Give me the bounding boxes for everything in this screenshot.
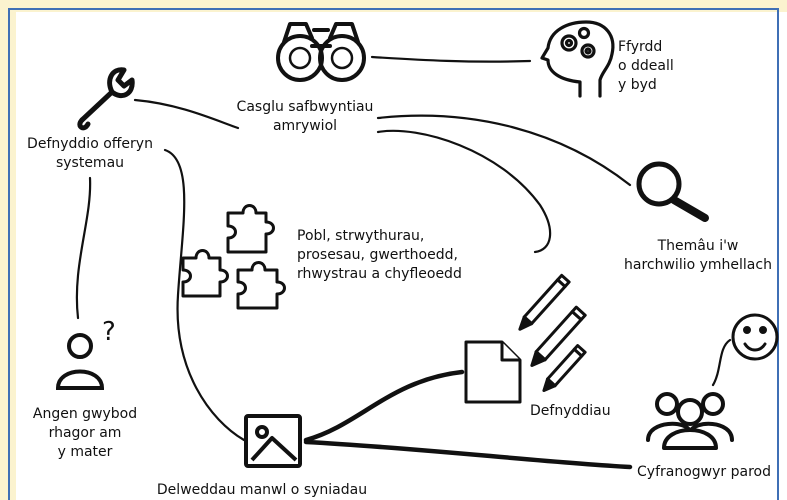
label-more-info-line-2: rhagor am (48, 425, 122, 441)
connector-wrench-perspectives (133, 98, 240, 130)
label-people-structures-line-1: Pobl, strwythurau, (297, 228, 425, 244)
label-understanding: Ffyrdd o ddeall y byd (618, 38, 728, 95)
label-themes: Themâu i'w harchwilio ymhellach (612, 237, 784, 275)
white-panel (16, 12, 787, 500)
connector-wrench-person (75, 176, 92, 320)
smiley-face-icon (731, 313, 779, 361)
label-more-info-line-1: Angen gwybod (32, 406, 138, 422)
label-tools: Defnyddio offeryn systemau (15, 135, 165, 173)
label-tools-line-1: Defnyddio offeryn (27, 136, 153, 152)
magnifier-icon (636, 161, 709, 222)
label-more-info: Angen gwybod rhagor am y mater (25, 405, 145, 462)
label-materials: Defnyddiau (530, 402, 630, 421)
label-more-info-line-3: y mater (57, 444, 113, 460)
connector-participants-smiley (711, 338, 732, 387)
label-perspectives-line-2: amrywiol (272, 118, 338, 134)
group-people-icon (646, 392, 734, 450)
svg-text:?: ? (102, 317, 116, 347)
label-tools-line-2: systemau (55, 155, 125, 171)
label-people-structures-line-3: rhwystrau a chyfleoedd (297, 266, 462, 282)
label-images: Delweddau manwl o syniadau (136, 481, 388, 500)
image-icon (244, 414, 302, 468)
person-question-icon: ? (55, 317, 116, 390)
head-gears-icon (540, 20, 615, 98)
connectors (75, 55, 732, 470)
connector-tools-image (163, 148, 246, 442)
binoculars-icon (276, 22, 366, 82)
label-participants: Cyfranogwyr parod (624, 463, 784, 482)
connector-perspectives-magnifier (376, 114, 632, 187)
connector-binoculars-head (370, 55, 532, 63)
label-people-structures: Pobl, strwythurau, prosesau, gwerthoedd,… (297, 227, 497, 284)
label-participants-line-1: Cyfranogwyr parod (637, 464, 771, 480)
label-perspectives: Casglu safbwyntiau amrywiol (225, 98, 385, 136)
label-themes-line-1: Themâu i'w (657, 238, 739, 254)
connector-image-document (303, 369, 465, 443)
document-icon (464, 340, 522, 404)
label-materials-line-1: Defnyddiau (530, 403, 611, 419)
label-themes-line-2: harchwilio ymhellach (624, 257, 772, 273)
connector-image-participants (303, 439, 633, 470)
blue-frame (8, 8, 779, 500)
label-understanding-line-3: y byd (618, 77, 657, 93)
label-understanding-line-2: o ddeall (618, 58, 674, 74)
label-understanding-line-1: Ffyrdd (618, 39, 663, 55)
wrench-icon (77, 67, 135, 131)
pencils-icon (518, 273, 587, 393)
label-people-structures-line-2: prosesau, gwerthoedd, (297, 247, 458, 263)
label-images-line-1: Delweddau manwl o syniadau (156, 482, 368, 498)
connector-perspectives-puzzles (376, 129, 552, 254)
puzzle-icon (181, 204, 286, 310)
label-perspectives-line-1: Casglu safbwyntiau (236, 99, 374, 115)
